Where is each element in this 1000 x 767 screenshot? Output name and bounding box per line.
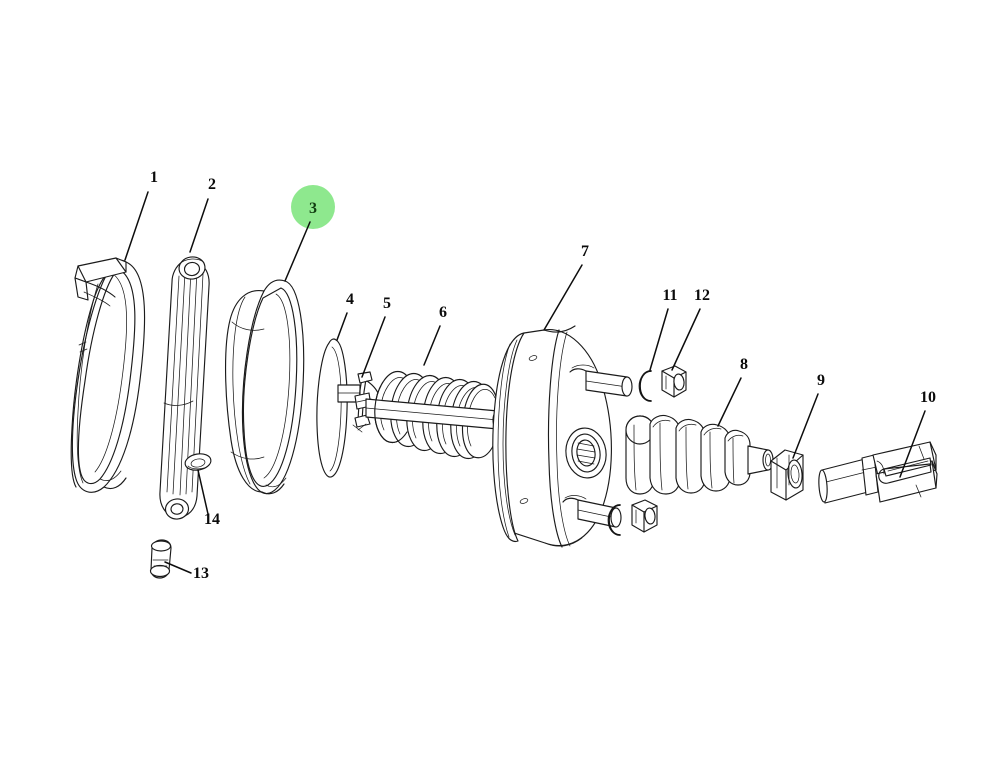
callout-number-2: 2 <box>208 176 216 193</box>
part-bushing-ring[interactable] <box>184 452 212 472</box>
callout-number-13: 13 <box>193 565 209 582</box>
part-hex-nut-upper[interactable] <box>661 365 687 398</box>
callout-number-4: 4 <box>346 291 354 308</box>
highlight-marker[interactable] <box>291 185 335 229</box>
callout-13[interactable]: 13 <box>164 561 209 582</box>
callout-leader-11 <box>649 308 669 371</box>
callout-9[interactable]: 9 <box>792 372 825 459</box>
callout-7[interactable]: 7 <box>543 243 589 331</box>
part-backing-disc[interactable] <box>316 338 361 478</box>
part-brake-band-strap[interactable] <box>70 257 146 493</box>
callout-leader-1 <box>124 191 149 261</box>
callout-leader-3 <box>284 221 311 282</box>
callout-6[interactable]: 6 <box>423 304 447 366</box>
callout-leader-4 <box>336 312 348 341</box>
callout-number-10: 10 <box>920 389 936 406</box>
callout-11[interactable]: 11 <box>649 287 678 371</box>
part-hex-nut-lower[interactable] <box>631 499 658 533</box>
callout-number-6: 6 <box>439 304 447 321</box>
callout-leader-6 <box>423 325 441 366</box>
part-brake-drum-housing[interactable] <box>492 325 633 548</box>
part-retaining-c-clip-lower[interactable] <box>607 504 621 536</box>
callout-5[interactable]: 5 <box>361 295 391 378</box>
callout-number-7: 7 <box>581 243 589 260</box>
callout-3[interactable]: 3 <box>284 200 317 282</box>
part-lever-arm[interactable] <box>159 255 210 520</box>
callout-4[interactable]: 4 <box>336 291 354 341</box>
callout-number-1: 1 <box>150 169 158 186</box>
part-retaining-c-clip-upper[interactable] <box>638 370 652 402</box>
callout-leader-12 <box>671 308 701 371</box>
part-clevis-yoke-rod[interactable] <box>818 441 938 504</box>
part-rubber-bellows-boot[interactable] <box>625 414 774 495</box>
part-drum-cover-ring[interactable] <box>225 279 305 495</box>
callout-number-12: 12 <box>694 287 710 304</box>
callout-leader-10 <box>899 410 926 478</box>
callout-number-5: 5 <box>383 295 391 312</box>
callout-leader-8 <box>717 377 742 427</box>
callout-number-9: 9 <box>817 372 825 389</box>
callout-leader-7 <box>543 264 583 331</box>
callout-12[interactable]: 12 <box>671 287 710 371</box>
callout-10[interactable]: 10 <box>899 389 936 478</box>
callout-8[interactable]: 8 <box>717 356 748 427</box>
callout-number-14: 14 <box>204 511 220 528</box>
part-dowel-pin[interactable] <box>149 539 172 579</box>
callout-2[interactable]: 2 <box>189 176 216 253</box>
callout-14[interactable]: 14 <box>197 469 220 528</box>
callout-number-11: 11 <box>662 287 677 304</box>
callout-leader-14 <box>197 469 209 515</box>
callout-leader-2 <box>189 198 209 253</box>
callout-leader-9 <box>792 393 819 459</box>
part-coil-spring[interactable] <box>365 370 504 460</box>
callout-number-8: 8 <box>740 356 748 373</box>
callout-leader-5 <box>361 316 386 378</box>
callout-number-3: 3 <box>309 200 317 217</box>
part-hex-nut-large[interactable] <box>770 449 804 501</box>
callout-1[interactable]: 1 <box>124 169 158 261</box>
callout-leader-13 <box>164 561 192 574</box>
